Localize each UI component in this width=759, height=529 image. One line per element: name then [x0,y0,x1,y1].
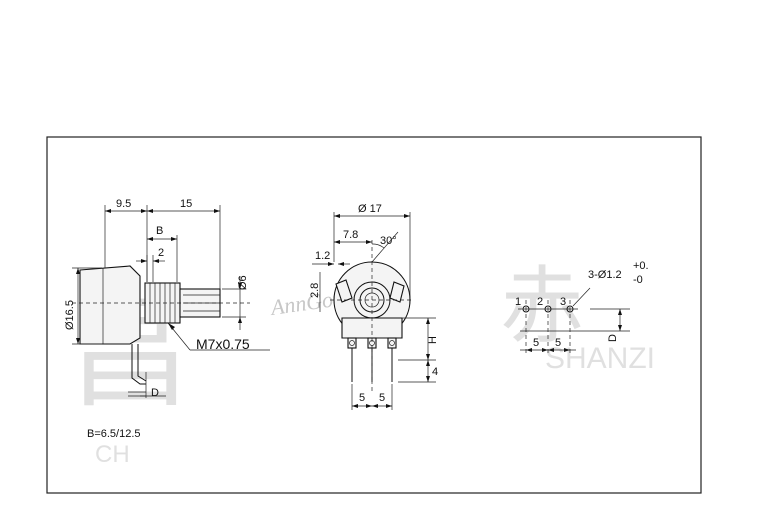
pcb-dim-d-label: D [607,334,619,342]
dim-5-left-label: 5 [359,392,365,404]
dim-2-label: 2 [158,247,164,259]
thread-spec-label: M7x0.75 [196,336,250,352]
pcb-holes [518,300,578,356]
dim-7-8-label: 7.8 [343,229,358,241]
front-view: Ø 17 7.8 30° 1.2 2.8 H 4 5 5 [309,203,439,410]
side-view: 9.5 15 B 2 Ø16.5 Ø6 M7x0.75 D B=6.5/12.5 [64,198,270,440]
dim-15-label: 15 [180,198,192,210]
watermark-left-small: CH [95,441,130,468]
angle-30-label: 30° [380,235,397,247]
pcb-layout-view: 1 2 3 3-Ø1.2 +0. -0 D 5 5 [515,260,649,356]
dim-dia-17-label: Ø 17 [358,203,382,215]
dim-dia-16-5-label: Ø16.5 [64,300,76,330]
pcb-dim-5-left: 5 [533,337,539,349]
hole-spec-label: 3-Ø1.2 [588,269,622,281]
dim-2-8-label: 2.8 [309,283,321,298]
front-right-tab [389,281,405,303]
dim-dia-6-label: Ø6 [237,275,249,290]
dim-d-label: D [151,387,159,399]
pin-3-label: 3 [560,296,566,308]
side-housing [79,265,141,345]
dim-h-label: H [427,336,439,344]
drawing-frame [46,136,702,494]
pcb-dim-5-right: 5 [555,337,561,349]
dim-b-label: B [156,225,163,237]
watermark-right-small: SHANZI [545,342,655,375]
pin-2-label: 2 [537,296,543,308]
b-values-note: B=6.5/12.5 [87,428,141,440]
tolerance-minus: -0 [633,274,643,286]
dim-4-label: 4 [432,366,438,378]
dim-9-5-label: 9.5 [116,198,131,210]
dim-5-right-label: 5 [379,392,385,404]
tolerance-plus: +0. [633,260,649,272]
front-left-tab [335,279,353,303]
dim-1-2-label: 1.2 [315,250,330,262]
pin-1-label: 1 [515,296,521,308]
